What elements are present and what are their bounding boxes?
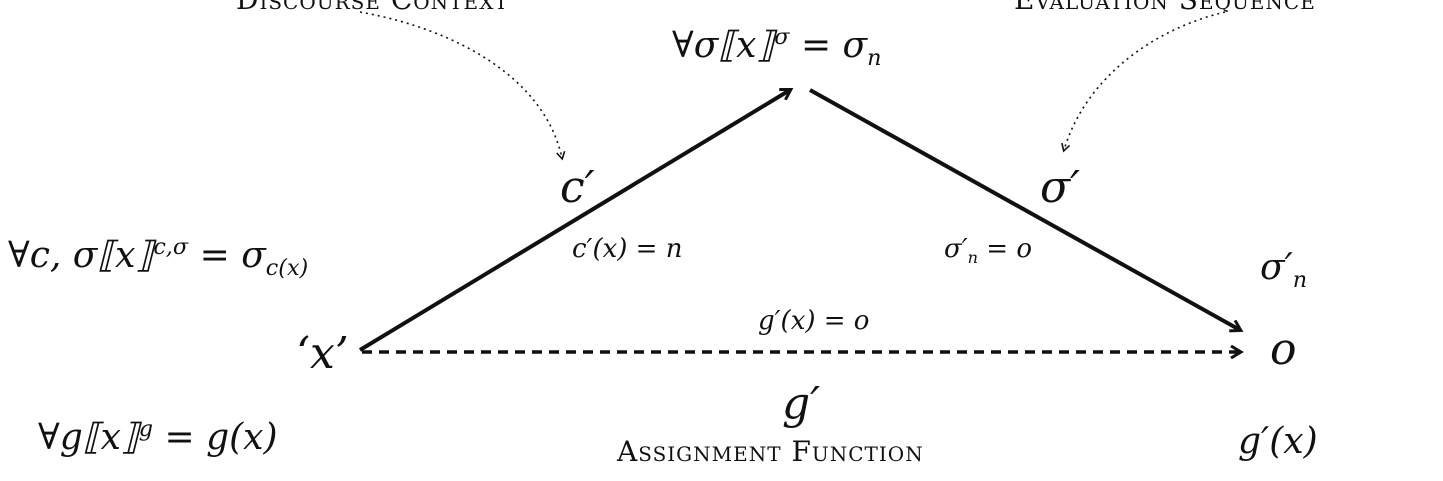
top-formula: ∀σ⟦x⟧σ = σn <box>672 25 882 70</box>
c-prime-label: c′ <box>560 162 595 213</box>
sigma-n-equation-base: σ′ <box>944 234 968 264</box>
o-node: o <box>1270 324 1297 375</box>
top-formula-rhs: = σ <box>789 25 868 66</box>
left-formula-sub: c(x) <box>265 255 309 282</box>
pointer-discourse-context <box>359 11 566 161</box>
g-prime-x: g′(x) <box>1238 421 1318 462</box>
sigma-n-equation-sub: n <box>967 248 979 268</box>
left-formula-lhs: ∀c, σ⟦x⟧ <box>8 235 154 276</box>
bottom-left-formula-sup: g <box>138 416 154 442</box>
sigma-n-prime-sub: n <box>1292 267 1308 294</box>
sigma-n-prime-base: σ′ <box>1260 247 1293 288</box>
evaluation-sequence-label: Evaluation Sequence <box>1014 0 1316 14</box>
sigma-n-equation-rhs: = o <box>978 234 1033 264</box>
top-formula-sup: σ <box>774 24 790 50</box>
discourse-context-label: Discourse Context <box>236 0 509 14</box>
left-formula-rhs: = σ <box>188 235 266 276</box>
arrow-c-prime <box>358 90 790 352</box>
sigma-prime-label: σ′ <box>1040 162 1081 213</box>
c-prime-equation: c′(x) = n <box>572 234 683 264</box>
sigma-n-prime: σ′n <box>1260 247 1307 292</box>
assignment-function-label: Assignment Function <box>617 435 924 468</box>
arrow-sigma-prime <box>809 88 1240 330</box>
bottom-left-formula-rhs: = g(x) <box>153 417 278 458</box>
sigma-n-equation: σ′n = o <box>944 234 1033 266</box>
left-formula-sup: c,σ <box>153 234 189 260</box>
g-prime-label: g′ <box>782 378 821 429</box>
bottom-left-formula-lhs: ∀g⟦x⟧ <box>38 417 139 458</box>
left-formula: ∀c, σ⟦x⟧c,σ = σc(x) <box>8 235 308 280</box>
g-prime-equation: g′(x) = o <box>758 306 870 336</box>
top-formula-lhs: ∀σ⟦x⟧ <box>672 25 775 66</box>
top-formula-sub: n <box>867 45 882 72</box>
x-node: ‘x’ <box>296 328 349 379</box>
pointer-evaluation-sequence <box>1061 11 1226 153</box>
bottom-left-formula: ∀g⟦x⟧g = g(x) <box>38 417 278 458</box>
